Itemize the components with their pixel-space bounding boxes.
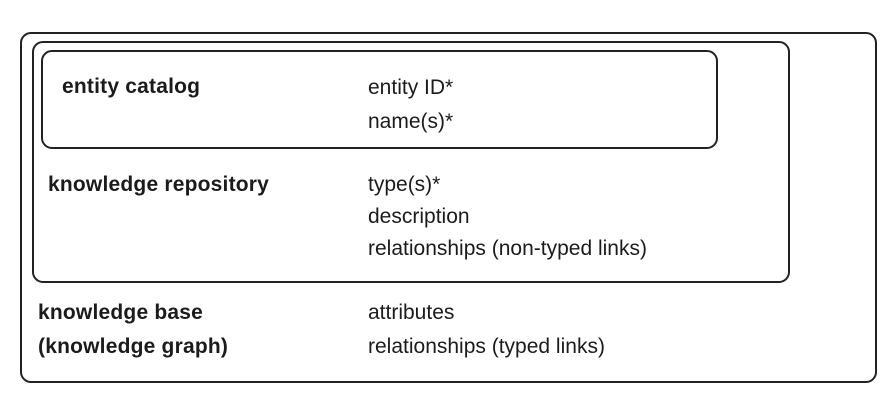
entity-catalog-item-entity-id: entity ID* [368,76,454,99]
knowledge-base-box [20,32,877,383]
entity-catalog-item-names: name(s)* [368,110,454,133]
knowledge-repository-item-types: type(s)* [368,173,441,196]
knowledge-repository-label: knowledge repository [48,173,270,196]
knowledge-base-item-relationships: relationships (typed links) [368,335,605,358]
knowledge-base-label-line1: knowledge base [38,301,204,324]
knowledge-base-label-line2: (knowledge graph) [38,335,229,358]
entity-catalog-box [41,50,718,149]
knowledge-base-item-attributes: attributes [368,301,455,324]
knowledge-repository-item-description: description [368,205,470,228]
entity-catalog-label: entity catalog [62,75,201,98]
knowledge-repository-box [32,41,790,283]
knowledge-repository-item-relationships: relationships (non-typed links) [368,237,647,260]
